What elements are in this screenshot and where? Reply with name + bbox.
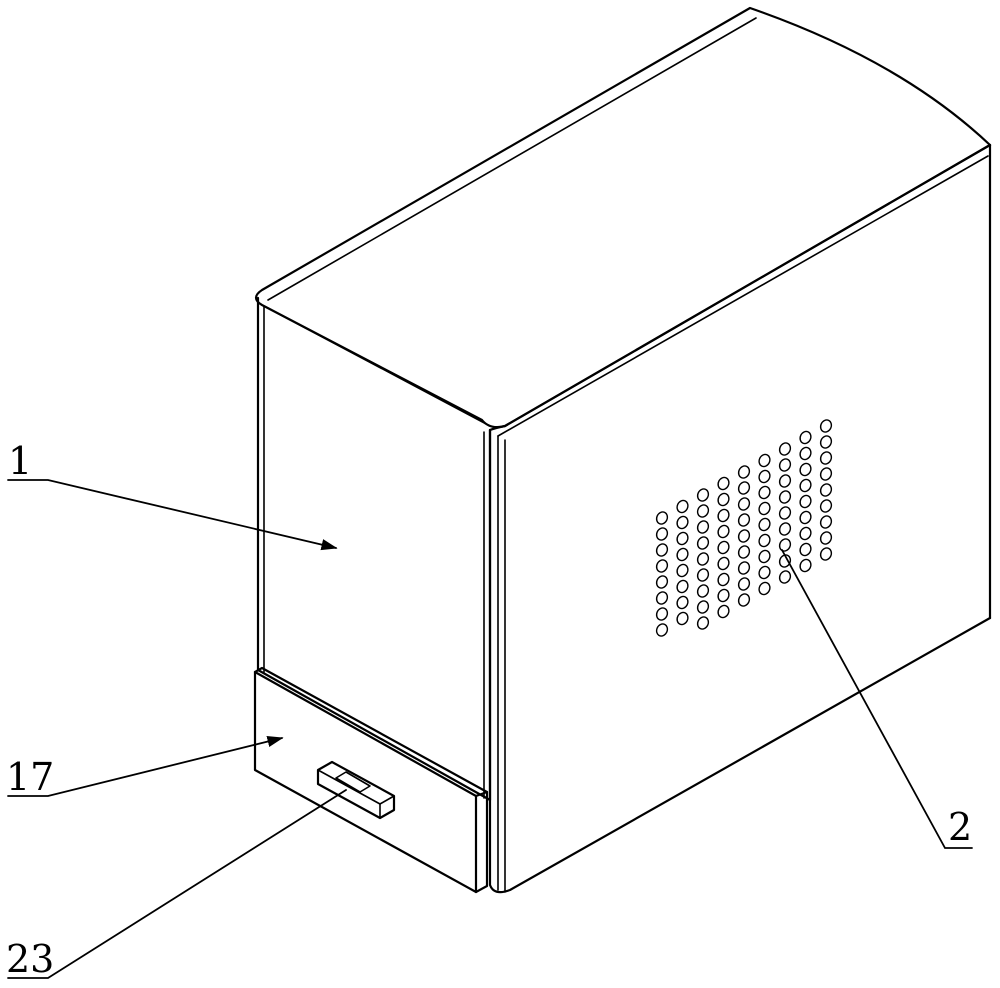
vent-hole	[778, 474, 792, 488]
vent-hole	[799, 542, 812, 557]
vent-hole	[676, 515, 689, 530]
vent-hole	[778, 506, 792, 520]
callout-17: 17	[6, 755, 54, 799]
vent-hole	[758, 533, 771, 548]
vent-hole	[655, 623, 669, 637]
housing-front-face	[256, 296, 492, 802]
vent-hole	[696, 504, 710, 518]
vent-hole	[778, 522, 792, 536]
vent-hole	[676, 547, 689, 562]
vent-hole	[819, 435, 833, 449]
vent-hole	[717, 556, 730, 571]
vent-hole	[655, 543, 669, 557]
vent-hole	[737, 465, 751, 479]
vent-hole	[676, 531, 689, 546]
vent-hole	[655, 575, 669, 589]
vent-hole	[778, 490, 792, 504]
leader-1	[7, 479, 338, 551]
callout-23: 23	[6, 937, 54, 981]
vent-hole	[655, 607, 669, 621]
vent-hole	[819, 499, 833, 513]
vent-hole	[676, 611, 689, 626]
vent-hole	[737, 529, 751, 543]
housing-right-face	[488, 143, 992, 894]
vent-hole	[717, 540, 730, 555]
vent-hole	[758, 565, 771, 580]
vent-hole	[778, 442, 792, 456]
vent-hole	[717, 508, 730, 523]
leader-2	[781, 549, 973, 849]
vent-hole	[758, 501, 771, 516]
callout-1: 1	[8, 439, 32, 483]
housing-top-face	[254, 6, 992, 437]
leader-lines	[7, 479, 973, 979]
vent-hole	[778, 538, 792, 552]
vent-hole	[717, 588, 730, 603]
vent-hole	[799, 430, 812, 445]
vent-hole	[819, 547, 833, 561]
leader-17	[7, 736, 284, 797]
vent-hole	[717, 524, 730, 539]
vent-hole	[799, 558, 812, 573]
vent-hole	[655, 511, 669, 525]
vent-hole	[655, 527, 669, 541]
vent-hole	[758, 549, 771, 564]
vent-hole-grid	[655, 419, 833, 637]
vent-hole	[696, 568, 710, 582]
vent-hole	[819, 483, 833, 497]
vent-hole	[717, 604, 730, 619]
vent-hole	[696, 600, 710, 614]
vent-hole	[778, 570, 792, 584]
vent-hole	[819, 451, 833, 465]
vent-hole	[799, 462, 812, 477]
vent-hole	[676, 563, 689, 578]
vent-hole	[737, 481, 751, 495]
leader-23	[7, 789, 347, 979]
vent-hole	[737, 513, 751, 527]
vent-hole	[799, 478, 812, 493]
vent-hole	[696, 488, 710, 502]
vent-hole	[737, 561, 751, 575]
vent-hole	[676, 595, 689, 610]
vent-hole	[799, 494, 812, 509]
vent-hole	[758, 581, 771, 596]
vent-hole	[799, 526, 812, 541]
vent-hole	[717, 492, 730, 507]
vent-hole	[655, 591, 669, 605]
vent-hole	[819, 515, 833, 529]
vent-hole	[737, 545, 751, 559]
vent-hole	[696, 584, 710, 598]
vent-hole	[696, 536, 710, 550]
vent-hole	[717, 572, 730, 587]
vent-hole	[696, 520, 710, 534]
vent-hole	[819, 419, 833, 433]
vent-hole	[819, 531, 833, 545]
vent-hole	[676, 499, 689, 514]
vent-hole	[696, 616, 710, 630]
vent-hole	[799, 446, 812, 461]
vent-hole	[676, 579, 689, 594]
vent-hole	[758, 453, 771, 468]
vent-hole	[778, 458, 792, 472]
vent-hole	[758, 469, 771, 484]
vent-hole	[758, 485, 771, 500]
vent-hole	[758, 517, 771, 532]
vent-hole	[655, 559, 669, 573]
vent-hole	[819, 467, 833, 481]
vent-hole	[737, 577, 751, 591]
vent-hole	[696, 552, 710, 566]
vent-hole	[737, 593, 751, 607]
drawer-handle	[316, 760, 396, 820]
drawer	[253, 666, 489, 894]
vent-hole	[799, 510, 812, 525]
callout-2: 2	[948, 805, 972, 849]
vent-hole	[717, 476, 730, 491]
vent-hole	[737, 497, 751, 511]
